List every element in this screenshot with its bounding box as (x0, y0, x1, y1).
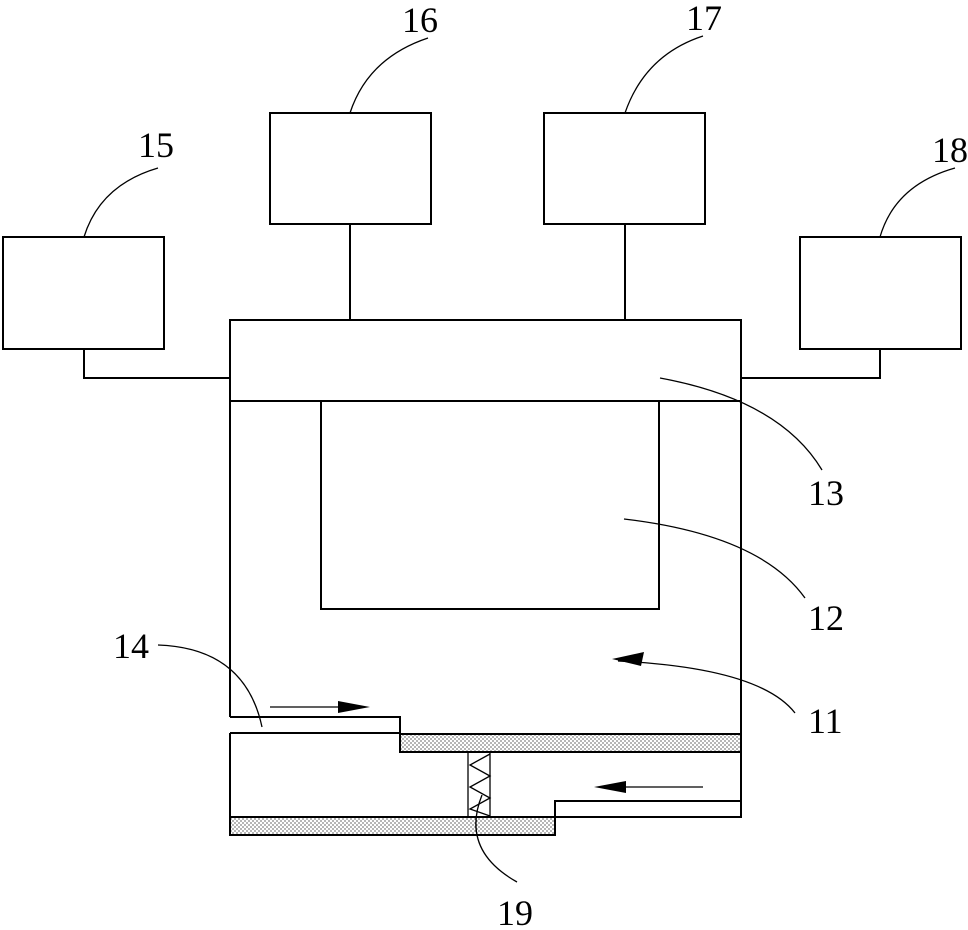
connector-18 (741, 349, 880, 378)
leader-19 (476, 795, 517, 882)
label-18: 18 (932, 130, 968, 170)
leader-11-arrowhead (612, 652, 644, 666)
label-14: 14 (113, 626, 149, 666)
spring-19-coil (470, 754, 490, 816)
label-15: 15 (138, 125, 174, 165)
label-16: 16 (402, 0, 438, 40)
leader-18 (880, 168, 955, 237)
label-19: 19 (497, 893, 533, 930)
flow-arrow-right-head (338, 701, 370, 713)
box-17 (544, 113, 705, 224)
connector-15 (84, 349, 230, 378)
label-12: 12 (808, 598, 844, 638)
leader-12 (624, 519, 805, 598)
label-17: 17 (686, 0, 722, 38)
upper-porous-layer (400, 734, 741, 752)
label-11: 11 (808, 701, 843, 741)
inner-box-12 (321, 401, 659, 609)
box-18 (800, 237, 961, 349)
box-15 (3, 237, 164, 349)
inlet-channel-14 (230, 717, 400, 733)
label-13: 13 (808, 473, 844, 513)
leader-14 (158, 645, 262, 727)
leader-11 (618, 661, 795, 713)
box-16 (270, 113, 431, 224)
leader-16 (350, 38, 428, 113)
lower-porous-layer (230, 817, 555, 835)
top-section-13 (230, 320, 741, 401)
leader-17 (625, 36, 703, 113)
outlet-channel-step (555, 801, 741, 835)
flow-arrow-left-head (594, 781, 626, 793)
leader-15 (84, 168, 158, 237)
